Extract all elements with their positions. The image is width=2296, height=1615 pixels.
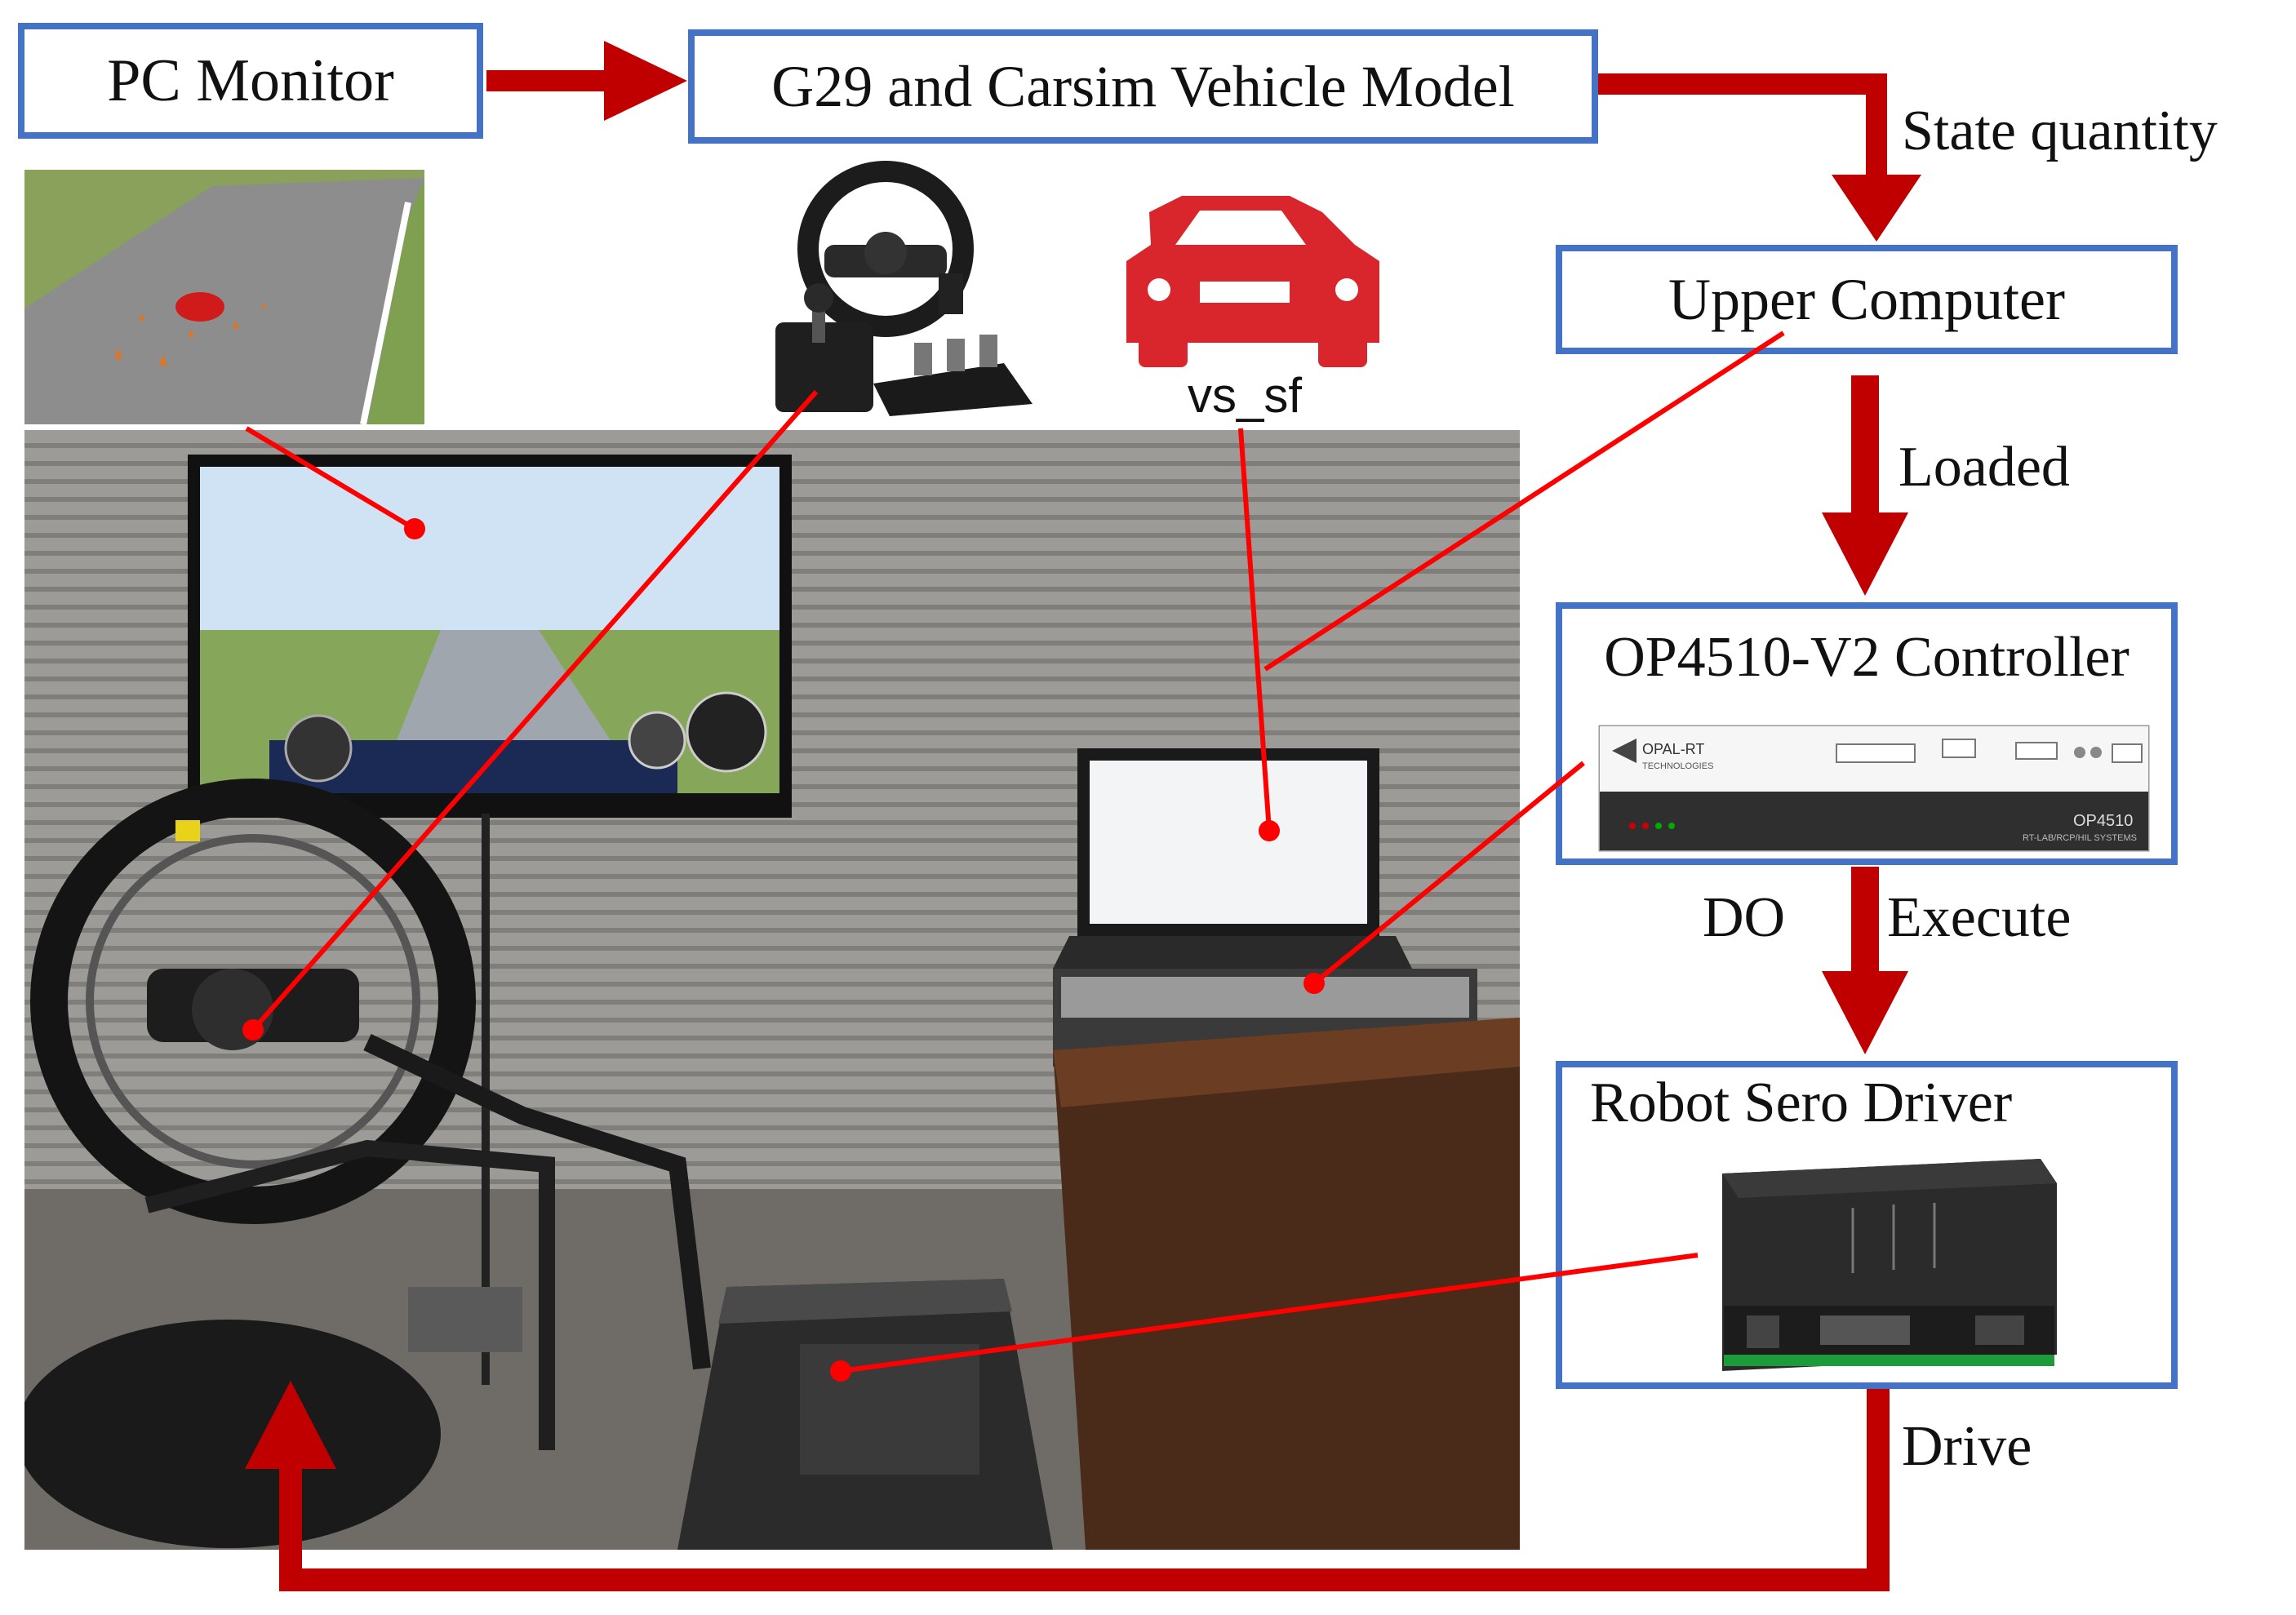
pointer-vs-sf-to-laptop xyxy=(1238,428,1272,832)
arrow-g29-to-upper xyxy=(1598,73,1921,242)
pc-monitor-label: PC Monitor xyxy=(107,47,394,114)
op4510-controller-label: OP4510-V2 Controller xyxy=(1604,626,2129,689)
simulation-screenshot-photo xyxy=(24,170,424,424)
arrow-upper-to-op4510 xyxy=(1822,375,1908,596)
arrow-drive-loop xyxy=(245,1381,1890,1591)
steering-wheel-icon xyxy=(797,161,974,337)
g29-carsim-box: G29 and Carsim Vehicle Model xyxy=(688,29,1598,144)
robot-servo-driver-label: Robot Sero Driver xyxy=(1590,1071,2013,1134)
simulation-scene xyxy=(24,170,424,424)
opal-logo-icon xyxy=(1612,739,1637,763)
drive-label: Drive xyxy=(1902,1415,2032,1478)
opal-sub-text: TECHNOLOGIES xyxy=(1642,761,1713,771)
pointer-driver-to-servo xyxy=(840,1253,1699,1373)
pointer-simulation-to-monitor xyxy=(245,426,416,531)
opal-brand-text: OPAL-RT xyxy=(1642,741,1704,757)
upper-computer-box: Upper Computer xyxy=(1556,245,2178,354)
pc-monitor-box: PC Monitor xyxy=(18,23,483,139)
pedals-icon xyxy=(873,335,1033,416)
vs-sf-label: vs_sf xyxy=(1188,368,1302,423)
red-car-icon xyxy=(175,292,224,322)
arrow-pc-to-g29 xyxy=(486,41,687,121)
lab-scene xyxy=(24,430,1520,1550)
loaded-label: Loaded xyxy=(1899,436,2070,499)
op4510-tag-text: RT-LAB/RCP/HIL SYSTEMS xyxy=(2023,833,2137,843)
state-quantity-label: State quantity xyxy=(1902,100,2218,162)
arrow-op4510-to-robot xyxy=(1822,867,1908,1054)
op4510-model-text: OP4510 xyxy=(2073,812,2133,830)
do-label: DO xyxy=(1703,886,1786,949)
pointer-g29-to-wheel xyxy=(251,390,819,1032)
pointer-upper-to-laptop xyxy=(1263,331,1785,672)
pointer-op4510-to-unit xyxy=(1312,761,1585,986)
lab-setup-photo xyxy=(24,430,1520,1550)
execute-label: Execute xyxy=(1887,886,2072,949)
gear-shifter-icon xyxy=(775,283,873,412)
servo-driver-unit-image xyxy=(1722,1159,2057,1371)
g29-carsim-label: G29 and Carsim Vehicle Model xyxy=(771,53,1515,119)
op4510-unit-image: OPAL-RT TECHNOLOGIES OP4510 RT-LAB/RCP/H… xyxy=(1598,725,2150,852)
upper-computer-label: Upper Computer xyxy=(1668,266,2065,332)
